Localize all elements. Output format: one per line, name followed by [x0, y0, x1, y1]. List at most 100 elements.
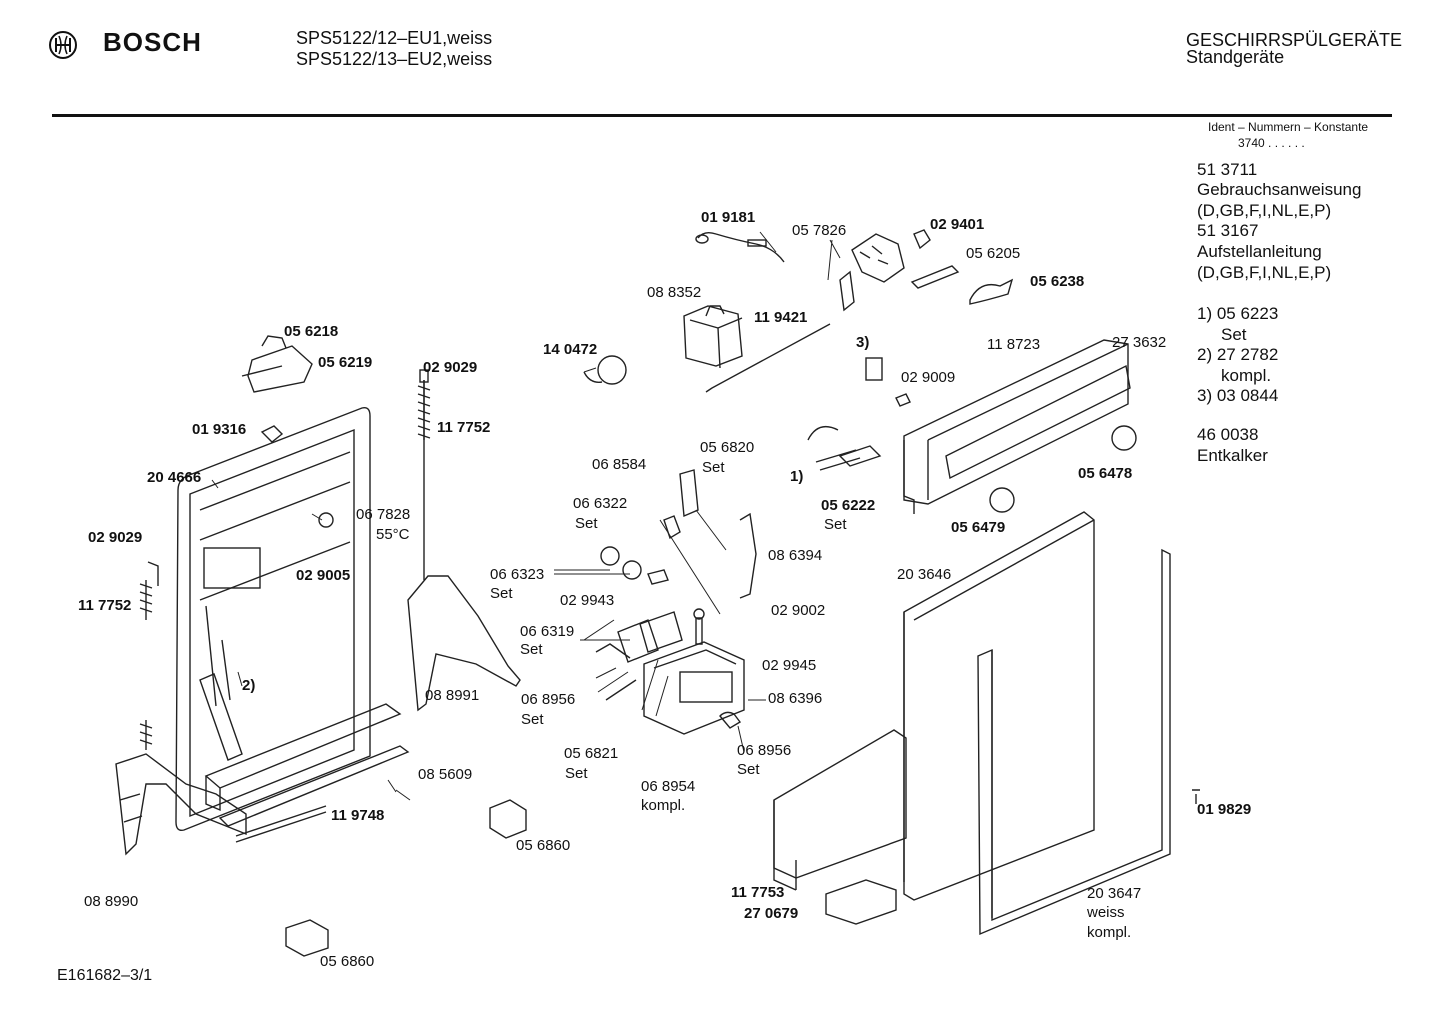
- ring-part: [600, 546, 620, 566]
- part-label: 02 9005: [296, 567, 351, 584]
- part-label: 05 6478: [1078, 465, 1133, 482]
- thermostat-part: [318, 512, 334, 528]
- part-label: 05 6860: [320, 953, 375, 970]
- part-label: 14 0472: [543, 341, 598, 358]
- gasket-part: [617, 619, 659, 663]
- knob-part: [597, 355, 627, 385]
- part-label: Set: [824, 516, 847, 533]
- part-label: 01 9316: [192, 421, 247, 438]
- block-part: [489, 799, 527, 839]
- part-label: 27 0679: [744, 905, 799, 922]
- part-label: 20 4666: [147, 469, 202, 486]
- part-label: 02 9029: [88, 529, 143, 546]
- sidebar-extra: 46 0038: [1197, 425, 1259, 444]
- bosch-logo-icon: [48, 30, 78, 65]
- foot-part: [825, 879, 897, 925]
- footnote: 2) 27 2782: [1197, 345, 1279, 364]
- category-title: GESCHIRRSPÜLGERÄTE: [1186, 30, 1403, 50]
- part-label: Set: [575, 515, 598, 532]
- part-label: 08 8991: [425, 687, 480, 704]
- part-label: 06 8956: [521, 691, 576, 708]
- document-code: E161682–3/1: [57, 967, 153, 984]
- part-label: Set: [702, 459, 725, 476]
- sidebar-line: 51 3167: [1197, 221, 1259, 240]
- part-label: weiss: [1087, 904, 1125, 921]
- part-label: 11 7752: [437, 419, 491, 436]
- part-label: 11 8723: [987, 336, 1041, 353]
- part-label: 2): [242, 677, 256, 694]
- sidebar-line: Gebrauchsanweisung: [1197, 180, 1362, 199]
- door-lock-part: [851, 233, 905, 283]
- part-label: 27 3632: [1112, 334, 1167, 351]
- sidebar-line: (D,GB,F,I,NL,E,P): [1197, 201, 1332, 220]
- part-label: 11 9421: [754, 309, 808, 326]
- front-door-panel: [903, 511, 1095, 901]
- latch-part: [913, 229, 931, 250]
- knob-part: [1111, 425, 1137, 451]
- panel-part: [643, 641, 745, 735]
- sidebar-line: (D,GB,F,I,NL,E,P): [1197, 263, 1332, 282]
- footnote: Set: [1221, 325, 1247, 344]
- part-label: 06 8954: [641, 778, 696, 795]
- door-frame: [977, 548, 1171, 936]
- part-label: 05 6479: [951, 519, 1006, 536]
- part-label: 1): [790, 468, 804, 485]
- sidebar-line: Aufstellanleitung: [1197, 242, 1322, 261]
- inner-door-panel: [175, 406, 371, 832]
- knob-part: [989, 487, 1015, 513]
- cable-part: [697, 231, 785, 263]
- ident-title: Ident – Nummern – Konstante: [1208, 120, 1369, 134]
- part-label: 11 9748: [331, 807, 385, 824]
- part-label: 05 6219: [318, 354, 373, 371]
- block-part: [285, 919, 329, 957]
- part-label: 06 8584: [592, 456, 647, 473]
- footnote: 1) 05 6223: [1197, 304, 1279, 323]
- timer-part: [683, 305, 743, 367]
- part-label: 06 6319: [520, 623, 575, 640]
- part-label: 06 7828: [356, 506, 411, 523]
- part-label: Set: [490, 585, 513, 602]
- clip-part: [260, 425, 284, 443]
- screw-part: [1192, 789, 1200, 804]
- part-label: 08 6394: [768, 547, 823, 564]
- relay-part: [865, 357, 883, 381]
- fascia-part: [903, 339, 1129, 505]
- part-label: 08 5609: [418, 766, 473, 783]
- part-label: 05 6860: [516, 837, 571, 854]
- part-label: 02 9009: [901, 369, 956, 386]
- switch-part: [807, 426, 839, 441]
- part-label: kompl.: [1087, 924, 1132, 941]
- bottom-strip-part: [204, 703, 402, 789]
- hinge-part: [247, 345, 313, 393]
- part-label: 08 8352: [647, 284, 702, 301]
- strip-part: [235, 805, 327, 843]
- bracket-part: [407, 575, 521, 712]
- header-rule: [52, 114, 1392, 117]
- part-label: 01 9829: [1197, 801, 1252, 818]
- brand-name: BOSCH: [103, 27, 202, 57]
- spring-part: [139, 580, 153, 620]
- sidebar-line: 51 3711: [1197, 160, 1258, 179]
- part-label: 11 7752: [78, 597, 132, 614]
- part-label: 06 6323: [490, 566, 545, 583]
- part-label: 01 9181: [701, 209, 756, 226]
- hinge-part: [115, 753, 247, 856]
- part-label: 05 7826: [792, 222, 847, 239]
- model-line-2: SPS5122/13–EU2,weiss: [296, 49, 493, 69]
- part-label: kompl.: [641, 797, 686, 814]
- rod-part: [705, 323, 831, 393]
- part-label: Set: [520, 641, 543, 658]
- part-label: 08 6396: [768, 690, 823, 707]
- part-label: 55°C: [376, 526, 410, 543]
- screw-part: [695, 617, 703, 645]
- part-label: Set: [565, 765, 588, 782]
- part-label: 05 6821: [564, 745, 619, 762]
- part-label: 05 6218: [284, 323, 339, 340]
- plinth-part: [773, 729, 907, 879]
- part-label: 11 7753: [731, 884, 785, 901]
- part-label: 20 3646: [897, 566, 952, 583]
- part-label: 06 6322: [573, 495, 628, 512]
- part-label: 02 9401: [930, 216, 985, 233]
- ident-value: 3740 . . . . . .: [1238, 136, 1305, 150]
